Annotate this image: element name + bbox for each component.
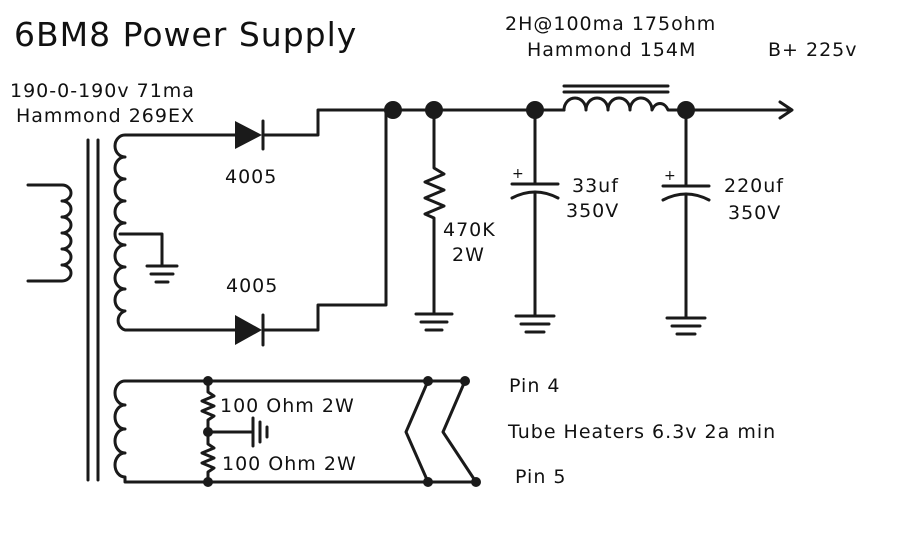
- junction-node-diodes: [384, 101, 402, 119]
- cap1-polarity-mark: +: [512, 166, 524, 182]
- heater-description-label: Tube Heaters 6.3v 2a min: [507, 421, 776, 443]
- heater-pin-top-label: Pin 4: [509, 375, 561, 397]
- choke-part-label: Hammond 154M: [527, 39, 696, 61]
- heater-resistor-bottom-label: 100 Ohm 2W: [222, 453, 357, 475]
- diode-top-label: 4005: [225, 166, 277, 188]
- heater-pin-bottom-label: Pin 5: [515, 466, 567, 488]
- diode-bottom-label: 4005: [226, 275, 278, 297]
- resistor-value-label: 470K: [443, 219, 496, 241]
- capacitor-1: [510, 108, 560, 334]
- cap2-voltage-label: 350V: [728, 202, 781, 224]
- transformer-part-label: Hammond 269EX: [16, 105, 195, 127]
- bleeder-resistor: [414, 108, 454, 332]
- cap2-polarity-mark: +: [664, 168, 676, 184]
- heater-node-chevron-1-top: [423, 376, 433, 386]
- capacitor-2: [661, 108, 711, 336]
- output-voltage-label: B+ 225v: [768, 39, 858, 61]
- transformer-core: [86, 138, 100, 482]
- transformer-hv-secondary: [113, 133, 237, 332]
- cap2-value-label: 220uf: [724, 175, 784, 197]
- choke-spec-label: 2H@100ma 175ohm: [505, 13, 716, 35]
- choke-inductor: [562, 84, 794, 120]
- heater-node-center: [203, 427, 213, 437]
- heater-resistor-top-label: 100 Ohm 2W: [220, 395, 355, 417]
- heater-node-chevron-2-top: [460, 376, 470, 386]
- transformer: [26, 133, 237, 484]
- heater-node-chevron-2-bottom: [471, 477, 481, 487]
- diagram-title: 6BM8 Power Supply: [14, 15, 357, 54]
- heater-node-chevron-1-bottom: [423, 477, 433, 487]
- cap1-value-label: 33uf: [572, 175, 619, 197]
- transformer-primary-winding: [26, 183, 73, 283]
- resistor-power-label: 2W: [452, 244, 485, 266]
- diode-bottom: [235, 108, 388, 347]
- transformer-heater-secondary: [113, 379, 210, 484]
- heater-node-bottom: [203, 477, 213, 487]
- transformer-spec-label: 190-0-190v 71ma: [10, 80, 195, 102]
- cap1-voltage-label: 350V: [566, 200, 619, 222]
- heater-node-top: [203, 376, 213, 386]
- diode-top: [235, 108, 388, 151]
